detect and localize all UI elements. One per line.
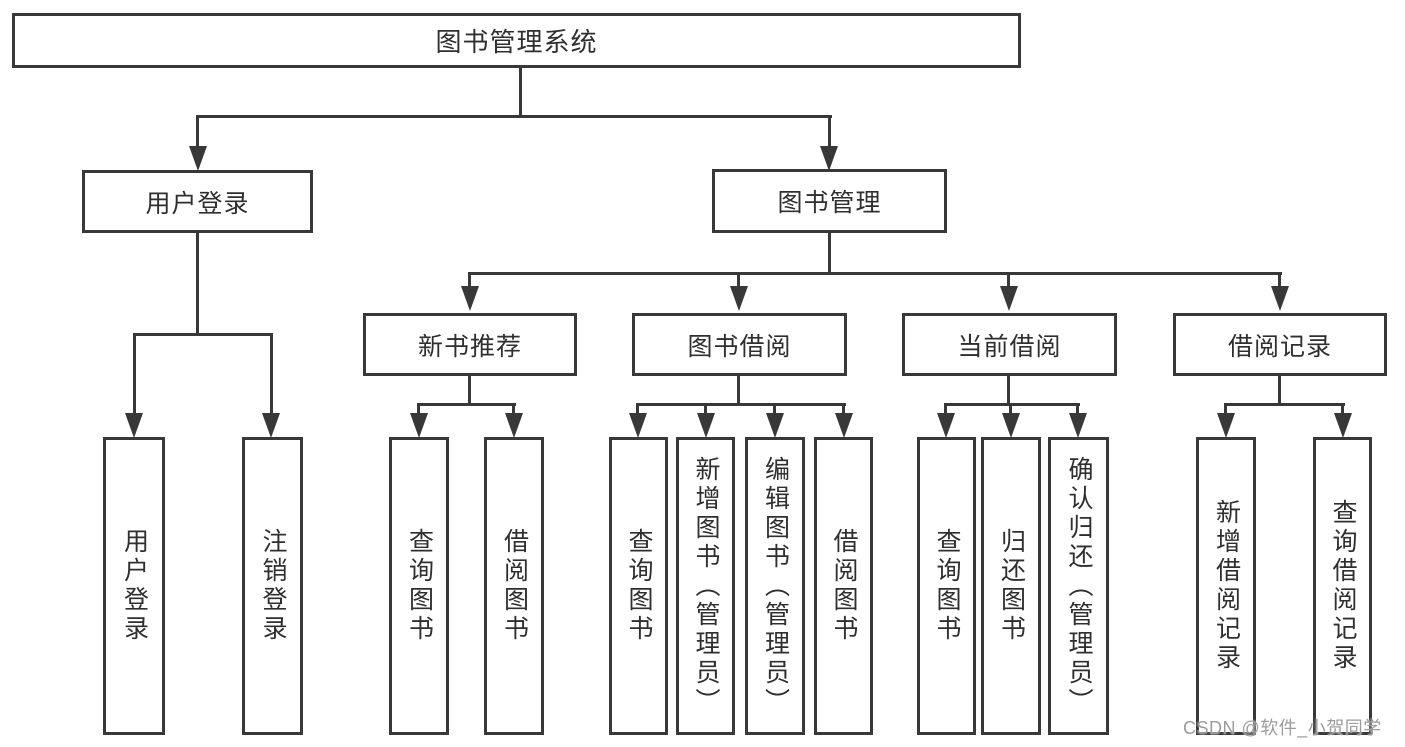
leaf-edit-book-admin: 编辑图书（管理员） [745,437,805,735]
node-label: 图书借阅 [687,332,792,361]
leaf-add-borrow-record: 新增借阅记录 [1196,437,1256,735]
connector-line [1224,403,1227,415]
node-book-management: 图书管理 [712,169,947,233]
connector-line [737,272,740,288]
node-label: 当前借阅 [957,332,1062,361]
arrow-down [835,413,853,438]
leaf-add-book-admin: 新增图书（管理员） [676,437,735,735]
connector-line [704,403,707,415]
node-label: 新增借阅记录 [1212,499,1241,673]
connector-line [133,333,273,336]
connector-line [945,403,1080,406]
node-label: 借阅记录 [1227,332,1332,361]
node-label: 图书管理 [777,189,882,217]
arrow-down [730,286,748,311]
connector-line [1278,374,1281,406]
connector-line [773,403,776,415]
connector-line [519,66,522,118]
connector-line [417,403,420,415]
node-book-borrowing: 图书借阅 [632,313,847,376]
connector-line [418,403,516,406]
leaf-logout: 注销登录 [242,437,303,735]
arrow-down [629,413,647,438]
connector-line [1007,374,1010,406]
node-user-login: 用户登录 [82,170,313,233]
node-label: 新增图书（管理员） [692,455,720,717]
connector-line [842,403,845,415]
connector-line [196,115,832,118]
connector-line [196,231,199,336]
arrow-down [1334,413,1352,438]
node-current-borrowing: 当前借阅 [902,313,1117,376]
leaf-query-books-borrow: 查询图书 [609,437,668,735]
node-library-management-system: 图书管理系统 [12,13,1021,68]
arrow-down [1069,413,1087,438]
node-label: 用户登录 [145,189,250,218]
node-new-book-recommend: 新书推荐 [363,313,577,376]
connector-line [1278,272,1281,288]
node-label: 借阅图书 [830,528,858,644]
leaf-query-books-current: 查询图书 [917,437,976,735]
node-label: 注销登录 [259,528,287,644]
arrow-down [820,146,838,171]
connector-line [1009,403,1012,415]
connector-line [512,403,515,415]
connector-line [469,272,1282,275]
arrow-down [1217,413,1235,438]
arrow-down [766,413,784,438]
arrow-down [262,413,280,438]
connector-line [828,115,831,148]
node-label: 新书推荐 [417,332,522,361]
node-label: 图书管理系统 [435,27,598,57]
connector-line [828,231,831,275]
node-label: 借阅图书 [500,528,529,644]
arrow-down [125,413,143,438]
watermark: CSDN @软件_小贺同学 [1183,718,1382,738]
connector-line [196,115,199,148]
connector-line [270,333,273,414]
connector-line [1007,272,1010,288]
connector-line [944,403,947,415]
node-borrowing-records: 借阅记录 [1173,313,1387,376]
node-label: 用户登录 [120,528,149,644]
arrow-down [505,413,523,438]
leaf-user-login: 用户登录 [103,437,165,735]
arrow-down [937,413,955,438]
connector-line [1341,403,1344,415]
node-label: 查询图书 [625,528,653,644]
node-label: 查询图书 [405,528,434,644]
leaf-query-borrow-record: 查询借阅记录 [1313,437,1372,735]
connector-line [637,403,846,406]
leaf-query-books-recommend: 查询图书 [389,437,449,735]
arrow-down [1271,286,1289,311]
arrow-down [189,146,207,171]
arrow-down [410,413,428,438]
node-label: 归还图书 [997,528,1026,644]
arrow-down [1000,286,1018,311]
connector-line [468,374,471,406]
connector-line [468,272,471,288]
leaf-borrow-books: 借阅图书 [814,437,873,735]
leaf-return-book: 归还图书 [981,437,1041,735]
arrow-down [1002,413,1020,438]
connector-line [1076,403,1079,415]
connector-line [133,333,136,414]
leaf-borrow-books-recommend: 借阅图书 [484,437,544,735]
connector-line [636,403,639,415]
connector-line [1225,403,1345,406]
connector-line [737,374,740,406]
leaf-confirm-return-admin: 确认归还（管理员） [1048,437,1109,735]
node-label: 确认归还（管理员） [1065,455,1093,717]
arrow-down [461,286,479,311]
arrow-down [697,413,715,438]
node-label: 查询借阅记录 [1329,499,1357,673]
node-label: 查询图书 [933,528,961,644]
node-label: 编辑图书（管理员） [761,455,790,717]
